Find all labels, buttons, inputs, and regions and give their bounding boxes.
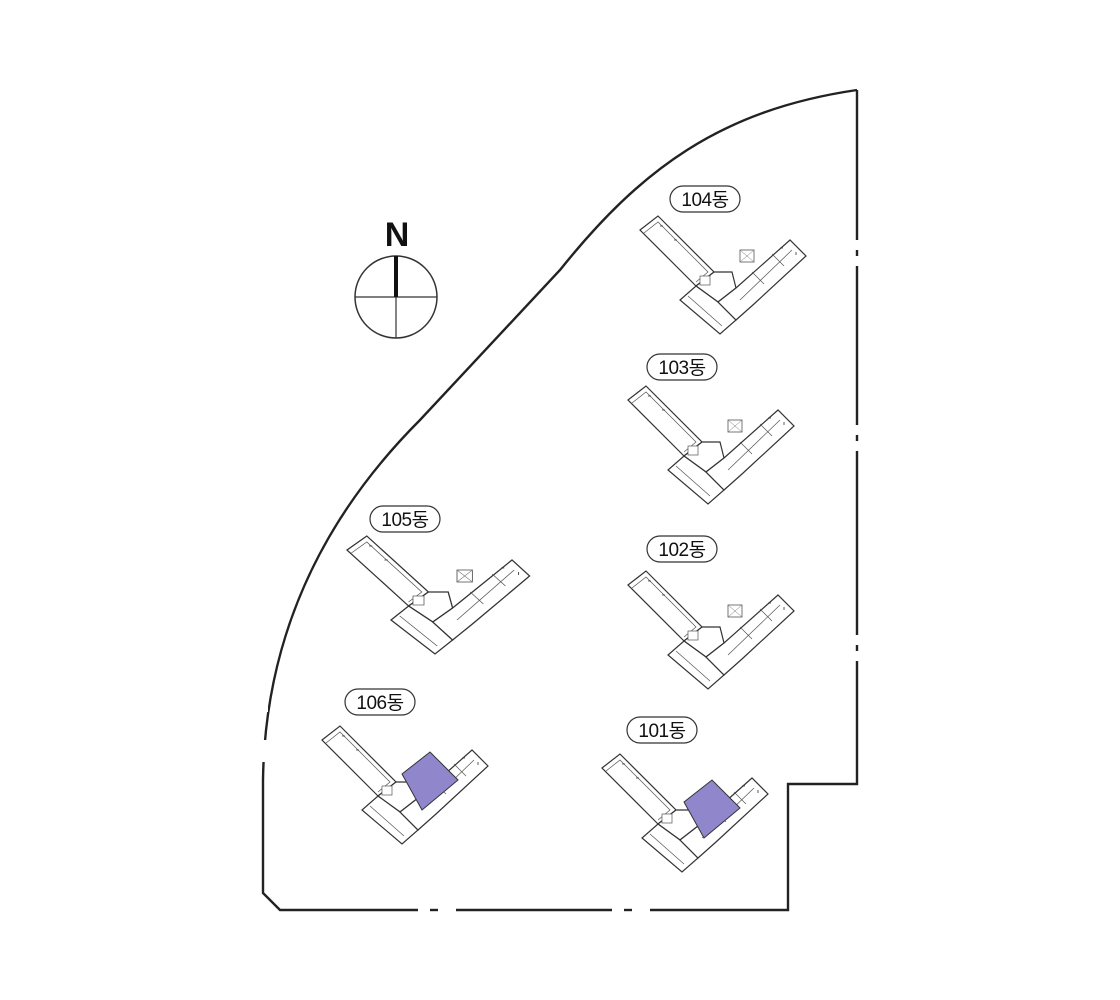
highlight-unit-101 <box>683 779 741 839</box>
svg-text:103동: 103동 <box>658 358 705 379</box>
svg-text:102동: 102동 <box>658 540 705 561</box>
svg-text:101동: 101동 <box>638 721 685 742</box>
svg-text:104동: 104동 <box>681 190 728 211</box>
svg-text:105동: 105동 <box>381 510 428 531</box>
label-103: 103동 <box>646 353 718 381</box>
boundary-breaks <box>258 240 862 915</box>
label-105: 105동 <box>369 505 441 533</box>
building-105[interactable] <box>346 535 531 655</box>
label-102: 102동 <box>646 535 718 563</box>
label-101: 101동 <box>626 716 698 744</box>
building-102[interactable] <box>627 570 795 690</box>
building-106[interactable] <box>321 725 489 845</box>
building-103[interactable] <box>627 385 795 505</box>
site-boundary <box>261 88 859 912</box>
label-106: 106동 <box>344 688 416 716</box>
label-104: 104동 <box>669 185 741 213</box>
building-104[interactable] <box>639 215 807 335</box>
highlight-unit-106 <box>401 751 459 811</box>
svg-text:106동: 106동 <box>356 693 403 714</box>
north-compass: N <box>354 216 438 339</box>
north-label: N <box>385 216 410 254</box>
boundary-dashes <box>430 250 859 912</box>
building-101[interactable] <box>601 753 769 873</box>
